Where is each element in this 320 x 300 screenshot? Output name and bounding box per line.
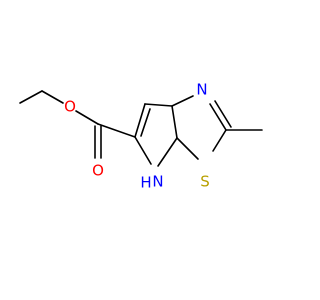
bond-o-carbonyl-c: [75, 110, 99, 125]
bond-ethyl-ch3-ch2: [19, 90, 43, 104]
bond-thiazole-n-c2-b: [214, 100, 232, 128]
bond-ring-c5-c4-inner: [140, 108, 151, 137]
bond-carbonyl-c-ring: [97, 123, 136, 138]
sulfur-label: S: [200, 173, 210, 191]
oxygen-carbonyl-label: O: [92, 162, 104, 180]
bond-ring-c5-c4: [134, 103, 146, 138]
molecule-canvas: O O N N H S: [19, 80, 263, 192]
bond-ring-c3a-c7a: [171, 105, 178, 139]
bond-ring-c7a-n: [157, 137, 178, 167]
oxygen-ester-label: O: [64, 98, 76, 116]
bond-thiazole-s-c7a: [176, 137, 199, 160]
nitrogen-pyrrole-label: N: [152, 173, 163, 191]
bond-ethyl-ch2-o: [41, 90, 64, 104]
molecule-structure: O O N N H S: [19, 81, 263, 192]
bond-ring-c4-c3a: [144, 103, 173, 107]
bond-thiazole-n-c2-a: [209, 103, 227, 131]
bond-thiazole-c2-s: [212, 129, 227, 152]
hydrogen-pyrrole-label: H: [140, 174, 151, 192]
bond-ring-n-c5: [134, 136, 152, 165]
nitrogen-ring-label: N: [196, 81, 207, 99]
bond-thiazole-c3a-n: [171, 95, 194, 107]
